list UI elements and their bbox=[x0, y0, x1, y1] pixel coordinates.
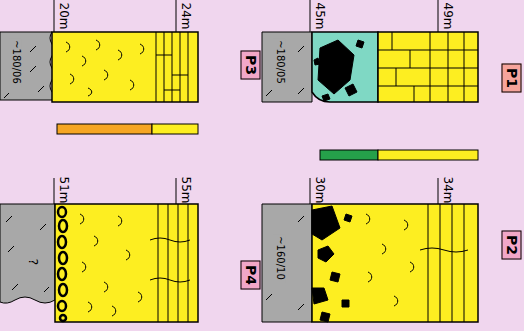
bedding-orientation: ~180/05 bbox=[274, 38, 286, 86]
depth-label: 30m bbox=[313, 175, 327, 206]
depth-label: 20m bbox=[57, 1, 71, 32]
depth-label: 49m bbox=[441, 1, 455, 32]
bedding-orientation: ~180/06 bbox=[10, 38, 22, 86]
section-label-box: P4 bbox=[240, 261, 260, 290]
section-id: P4 bbox=[243, 265, 257, 285]
section-label-box: P3 bbox=[240, 51, 260, 80]
section-label-box: P1 bbox=[501, 64, 521, 93]
depth-label: 55m bbox=[179, 175, 193, 206]
section-id: P2 bbox=[504, 235, 518, 255]
depth-label: 24m bbox=[179, 1, 193, 32]
section-id: P1 bbox=[504, 68, 518, 88]
section-label-box: P2 bbox=[501, 231, 521, 260]
depth-label: 51m bbox=[57, 175, 71, 206]
depth-label: 45m bbox=[313, 1, 327, 32]
section-id: P3 bbox=[243, 55, 257, 75]
uncertain-mark: ? bbox=[26, 257, 40, 267]
depth-label: 34m bbox=[441, 175, 455, 206]
bedding-orientation: ~160/10 bbox=[274, 234, 286, 282]
